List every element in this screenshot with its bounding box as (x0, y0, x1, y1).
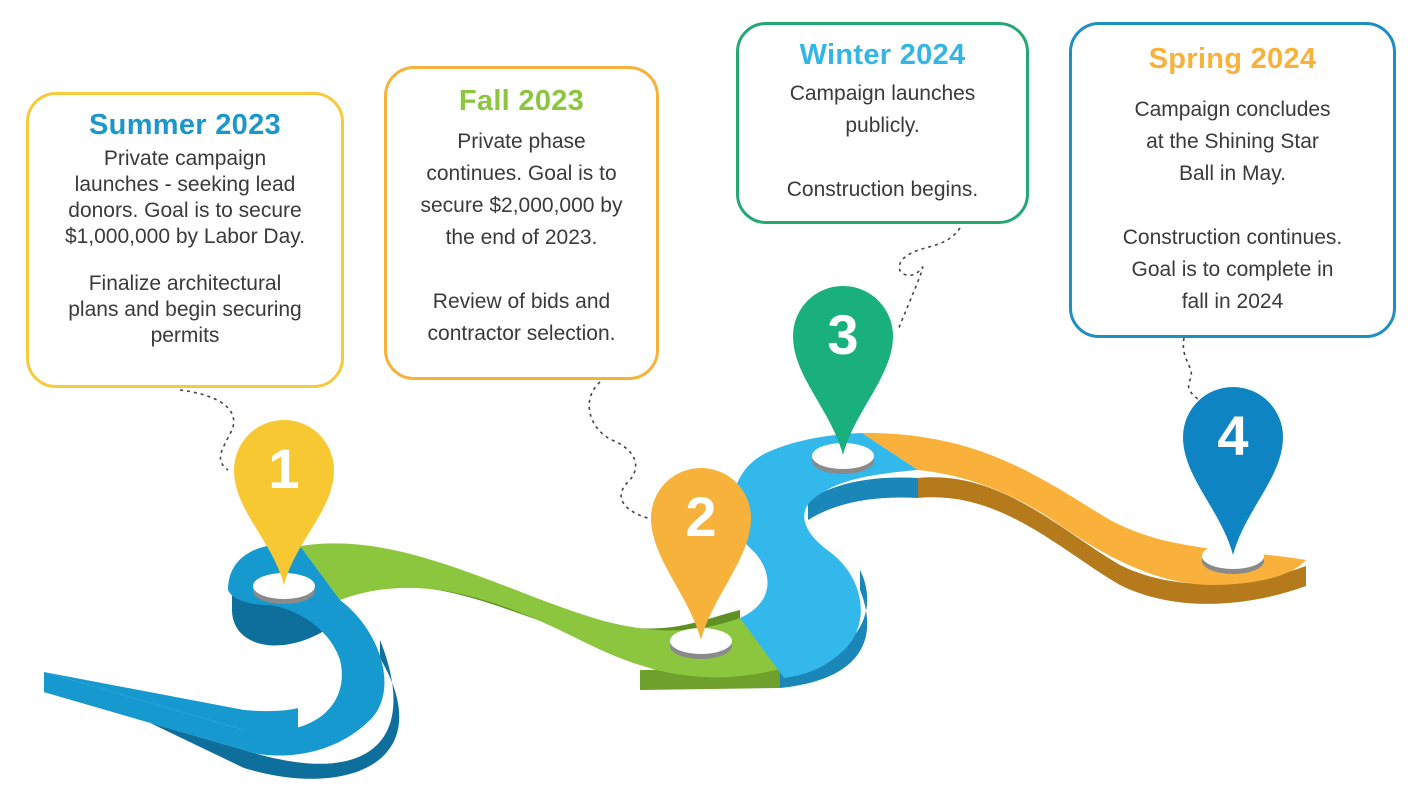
map-pin-icon (651, 468, 751, 640)
milestone-text-line: Ball in May. (1179, 162, 1286, 185)
milestone-card-1: Summer 2023 Private campaign launches - s… (26, 92, 344, 388)
milestone-text-line: fall in 2024 (1181, 290, 1284, 313)
milestone-text-line: $1,000,000 by Labor Day. (64, 225, 306, 248)
pin-base (812, 443, 874, 469)
pin-2: 2 (651, 468, 751, 659)
milestone-text-line: continues. Goal is to (426, 162, 617, 185)
milestone-text-line: Campaign launches (789, 82, 976, 105)
milestone-title: Fall 2023 (458, 85, 585, 117)
milestone-pins: 1 2 3 4 (234, 285, 1283, 659)
milestone-text-line: secure $2,000,000 by (420, 194, 623, 217)
paragraph-gap (387, 254, 656, 286)
dotted-connectors (179, 227, 1206, 521)
milestone-text-line: Review of bids and (432, 290, 611, 313)
milestone-body: Private phase continues. Goal is to secure… (387, 126, 656, 350)
map-pin-icon (234, 420, 334, 585)
pin-number: 4 (1217, 404, 1248, 467)
milestone-text-line: at the Shining Star (1146, 130, 1319, 153)
paragraph-gap (739, 142, 1026, 174)
milestone-text-line: Construction begins. (786, 178, 979, 201)
milestone-text-line: launches - seeking lead (74, 173, 296, 196)
milestone-text-line: permits (150, 324, 220, 347)
milestone-card-3: Winter 2024 Campaign launches publicly. Co… (736, 22, 1029, 224)
milestone-text-line: publicly. (845, 114, 920, 137)
milestone-text-line: plans and begin securing (68, 298, 302, 321)
paragraph-gap (1072, 190, 1393, 222)
pin-3: 3 (793, 285, 893, 474)
milestone-text-line: Campaign concludes (1134, 98, 1331, 121)
milestone-text-line: donors. Goal is to secure (68, 199, 302, 222)
milestone-card-4: Spring 2024 Campaign concludes at the Shi… (1069, 22, 1396, 338)
milestone-text-line: the end of 2023. (445, 226, 598, 249)
paragraph-gap (29, 250, 341, 271)
pin-number: 3 (827, 303, 858, 366)
pin-1: 1 (234, 420, 334, 604)
milestone-text-line: Private phase (457, 130, 586, 153)
pin-number: 1 (268, 437, 299, 500)
milestone-title: Winter 2024 (799, 39, 966, 71)
milestone-text-line: Goal is to complete in (1131, 258, 1334, 281)
milestone-title: Summer 2023 (89, 109, 281, 141)
milestone-text-line: Private campaign (103, 147, 267, 170)
pin-base (670, 628, 732, 654)
map-pin-icon (1183, 387, 1283, 555)
pin-base (1202, 543, 1264, 569)
milestone-text-line: Finalize architectural (88, 272, 282, 295)
pin-number: 2 (685, 485, 716, 548)
milestone-card-2: Fall 2023 Private phase continues. Goal i… (384, 66, 659, 380)
map-pin-icon (793, 285, 893, 455)
milestone-body: Campaign launches publicly. Construction b… (739, 78, 1026, 206)
pin-4: 4 (1183, 387, 1283, 574)
milestone-body: Private campaign launches - seeking lead d… (29, 146, 341, 349)
pin-base (253, 573, 315, 599)
milestone-title: Spring 2024 (1148, 43, 1317, 75)
milestone-text-line: contractor selection. (427, 322, 616, 345)
milestone-text-line: Construction continues. (1122, 226, 1343, 249)
